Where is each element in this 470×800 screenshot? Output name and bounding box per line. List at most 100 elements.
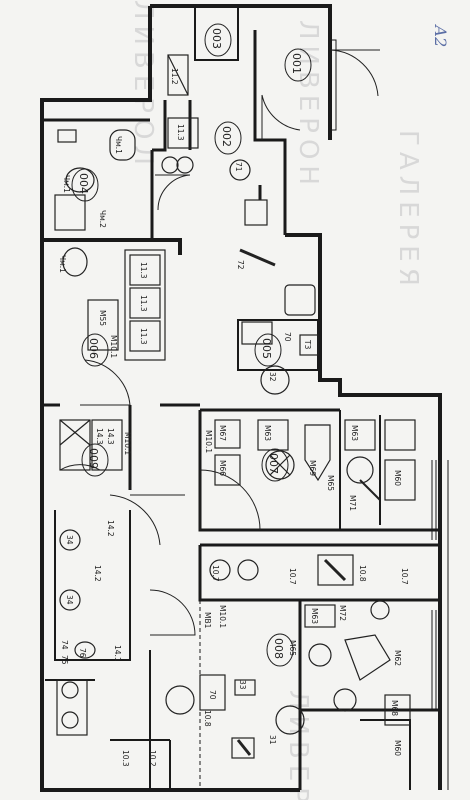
toilet-004	[109, 129, 136, 161]
label-31: 31	[268, 735, 277, 745]
circle-11-3b	[176, 156, 194, 174]
label-11-3d: 11.3	[139, 328, 148, 345]
watermark-left: ЛИВЕРОЛ	[128, 0, 158, 171]
box-33	[234, 679, 256, 696]
label-t3: T3	[303, 339, 312, 350]
cabinet-m67	[214, 419, 241, 449]
wall-top-section	[40, 6, 182, 255]
label-14-2a: 14.2	[106, 520, 115, 537]
watermark: ЛИВЕРОН ЛИВЕРОЛ ГАЛЕРЕЯ ЛИВЕРО	[128, 0, 423, 800]
room-007: 007	[267, 453, 280, 474]
wall-004	[42, 118, 154, 240]
cabinet-m63-008	[304, 604, 336, 628]
label-m65a: M65	[326, 475, 335, 491]
watermark-mid: ГАЛЕРЕЯ	[393, 130, 423, 292]
storage-11-3-top	[167, 117, 199, 149]
room-003-circle	[204, 23, 232, 57]
sink-mid-1	[209, 559, 231, 581]
cabinet-m68	[384, 694, 411, 726]
windows-top	[330, 39, 337, 131]
door-004	[155, 174, 191, 211]
wall-outer-right	[285, 233, 442, 790]
label-m67: M67	[218, 425, 227, 441]
label-10-7a: 10.7	[211, 565, 220, 582]
wall-entrance	[253, 30, 287, 235]
room-007-circle	[261, 448, 289, 482]
label-14-3b: 14.3	[106, 428, 115, 445]
door-002	[261, 94, 301, 140]
basin-34b	[59, 589, 81, 611]
label-m10-1d: M10.1	[218, 605, 227, 628]
stool-008b	[333, 688, 357, 712]
door-mid	[109, 494, 185, 546]
shelf-14-3	[91, 419, 123, 471]
wall-005-furniture	[237, 319, 319, 371]
wall-007-inner	[339, 410, 381, 530]
wall-008	[298, 600, 440, 790]
label-m71: M71	[348, 495, 357, 511]
sink-14-1	[74, 641, 96, 659]
label-m69: M69	[308, 460, 317, 476]
corner-mark: А2	[431, 24, 450, 47]
dental-chair-008	[344, 634, 391, 681]
dental-chair-007	[304, 424, 331, 482]
room-002-circle	[214, 121, 242, 155]
label-m68: M68	[390, 700, 399, 716]
label-m60a: M60	[393, 470, 402, 486]
room-009: 009	[87, 448, 100, 469]
label-10-8b: 10.8	[203, 710, 212, 727]
label-m65b: M65	[288, 640, 297, 656]
storage-009	[59, 419, 91, 471]
walls	[40, 4, 449, 792]
sink-mid-2	[237, 559, 259, 581]
room-002: 002	[220, 126, 233, 147]
chair-005	[260, 365, 290, 395]
wall-007-box	[198, 408, 440, 532]
label-mb1: MB1	[203, 612, 212, 629]
label-11-3c: 11.3	[139, 295, 148, 312]
room-008-circle	[266, 633, 294, 667]
basin-area	[56, 679, 88, 736]
lamp-m71	[359, 479, 381, 501]
label-14-1: 14.1	[113, 645, 122, 662]
bath-004	[54, 194, 86, 231]
label-m10-1b: M10.1	[123, 432, 132, 455]
room-009-circle	[81, 443, 109, 477]
room-001: 001	[290, 53, 303, 74]
label-76: 76	[78, 648, 87, 658]
doors	[59, 49, 380, 636]
room-005-circle	[254, 333, 282, 367]
wall-outer-left	[40, 240, 300, 792]
room-number-text: 003 001 002 004 006 005 009 007 008	[77, 28, 303, 659]
label-10-3: 10.3	[121, 750, 130, 767]
door-007	[199, 469, 261, 531]
label-m63c: M63	[310, 608, 319, 624]
room-numbers	[71, 23, 312, 667]
storage-11-2-diag	[167, 54, 189, 96]
box-mid-top	[244, 199, 268, 226]
desk-m55	[87, 299, 119, 351]
label-7-1: 71	[234, 162, 243, 172]
cabinet-m60-top	[384, 419, 416, 451]
stool-007b	[346, 456, 374, 484]
chair-bottom-1	[165, 685, 195, 715]
label-70a: 70	[283, 332, 292, 342]
instrument-10-8	[323, 558, 347, 582]
label-10-7c: 10.7	[400, 568, 409, 585]
wall-top-right	[150, 4, 332, 140]
label-m10-1a: M10.1	[109, 335, 118, 358]
wall-14-stack	[54, 510, 131, 661]
label-10-7b: 10.7	[288, 568, 297, 585]
door-001	[329, 49, 380, 97]
label-10-8a: 10.8	[358, 565, 367, 582]
box-10-8	[317, 554, 354, 586]
door-009	[59, 464, 101, 471]
label-34a: 34	[65, 535, 74, 545]
door-bottom	[149, 589, 196, 636]
monitor-bottom	[231, 737, 255, 759]
watermark-top: ЛИВЕРОН	[293, 20, 323, 191]
shelf-11-3b	[129, 287, 161, 319]
sink-004	[65, 167, 95, 193]
label-11-2: 11.2	[170, 68, 179, 85]
